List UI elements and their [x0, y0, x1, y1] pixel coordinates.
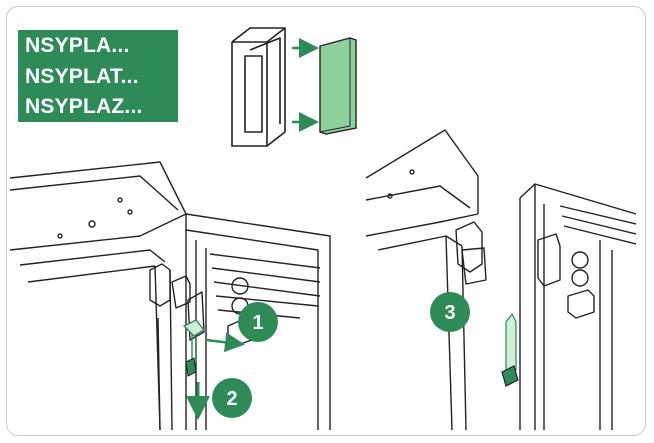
- product-code: NSYPLAZ...: [25, 95, 143, 118]
- pin-part: [185, 357, 197, 377]
- arrow-icon: [292, 38, 319, 132]
- svg-text:2: 2: [226, 388, 237, 410]
- enclosure-left: [9, 161, 331, 431]
- svg-text:3: 3: [444, 302, 455, 324]
- step-badge-1: 1: [238, 302, 278, 342]
- enclosure-right: [365, 129, 637, 431]
- pin-part: [501, 312, 519, 387]
- step-badge-3: 3: [430, 292, 470, 332]
- product-code: NSYPLAT...: [25, 65, 139, 88]
- frame-accessory-icon: [231, 27, 286, 147]
- product-codes-box: NSYPLA... NSYPLAT... NSYPLAZ...: [18, 30, 178, 122]
- clip-part: [182, 319, 245, 362]
- product-code: NSYPLA...: [25, 34, 130, 57]
- step-badge-2: 2: [212, 378, 252, 418]
- svg-text:1: 1: [252, 312, 263, 334]
- plate-icon: [319, 37, 357, 135]
